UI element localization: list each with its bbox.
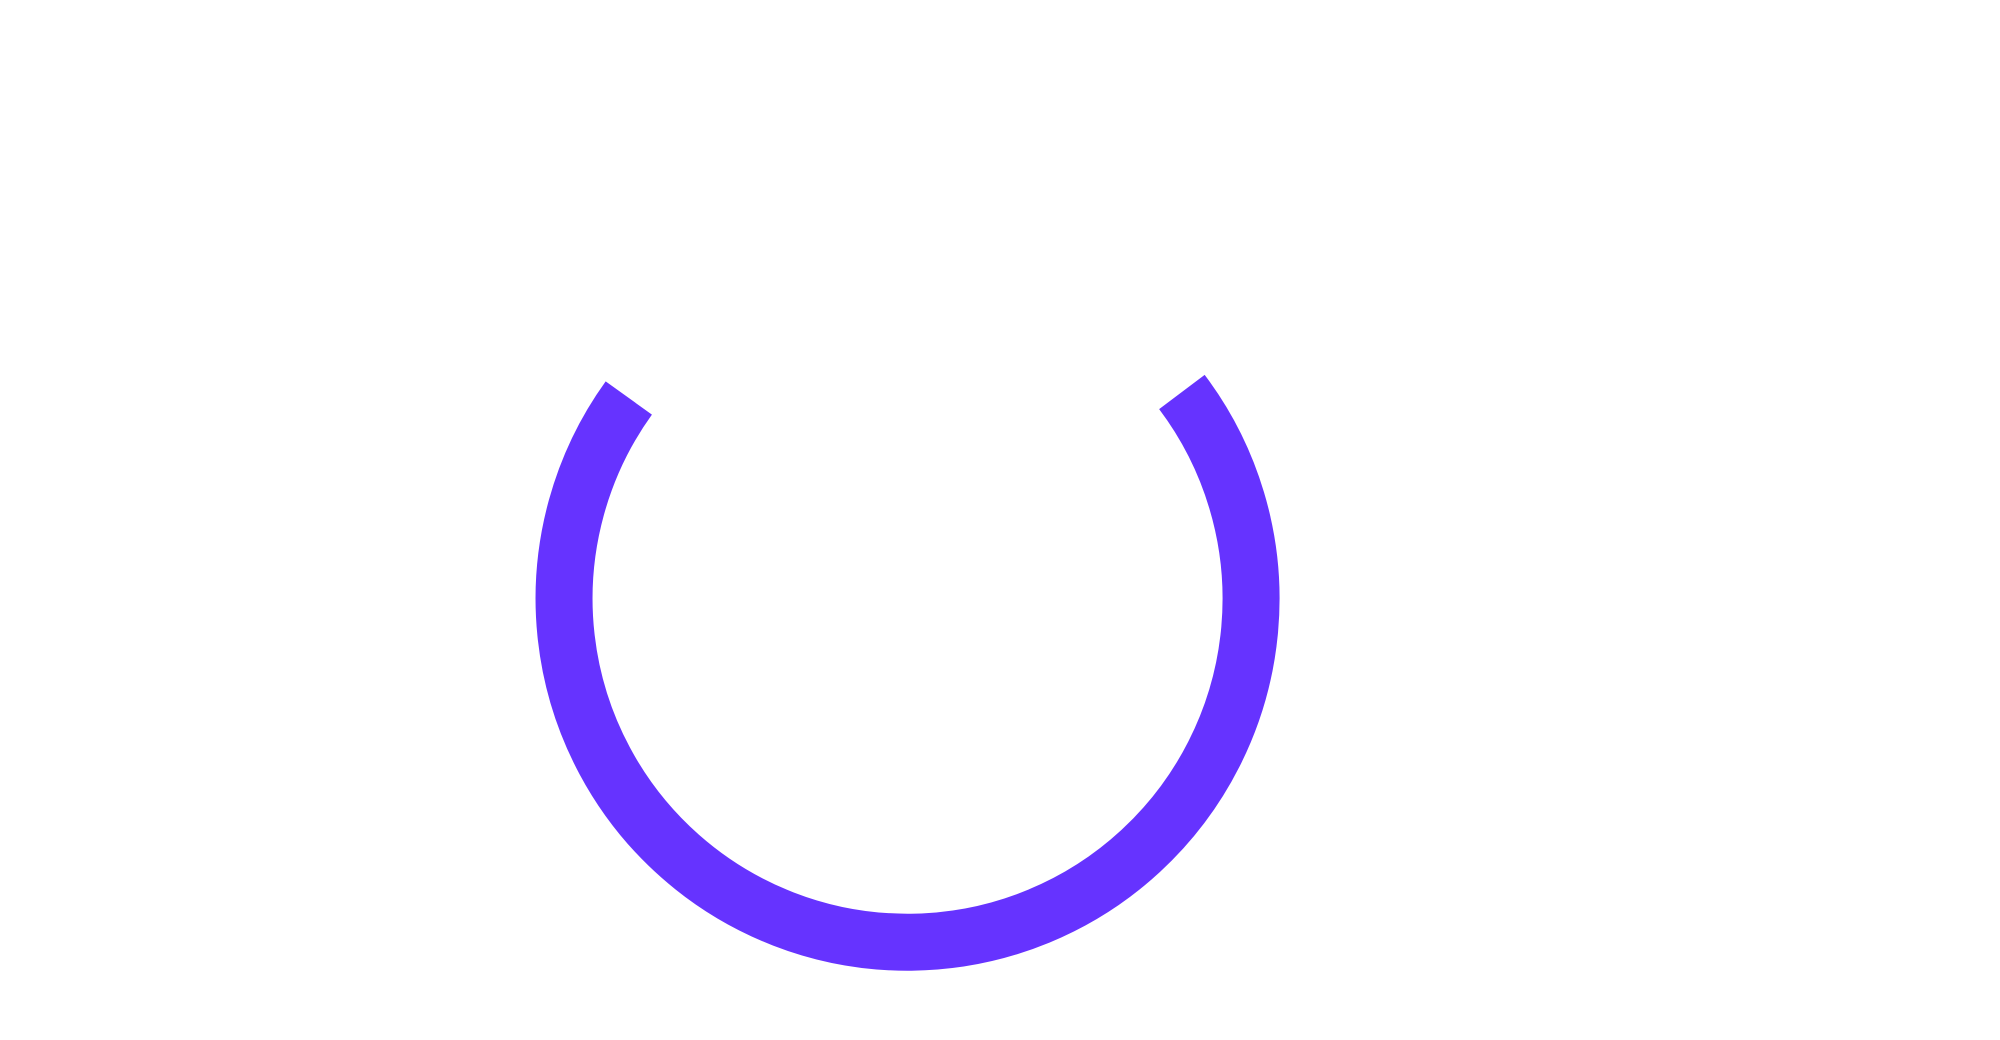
spinner-arc [535,374,1280,971]
